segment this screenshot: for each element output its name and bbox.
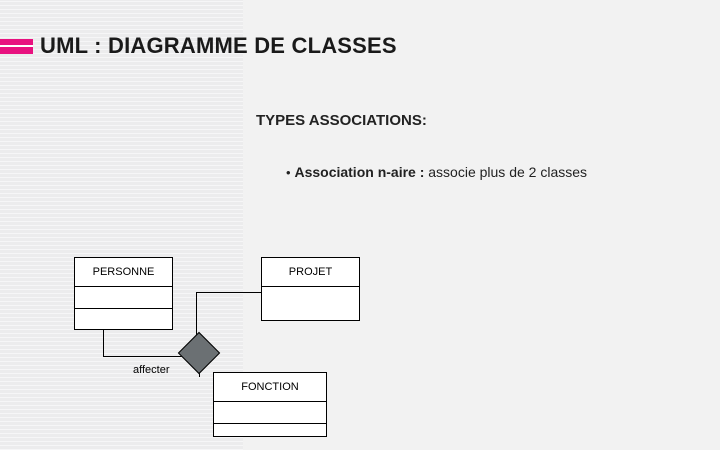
left-band-texture <box>0 0 243 450</box>
bullet-strong-text: Association n-aire : <box>294 164 425 180</box>
bullet-marker: • <box>286 165 291 180</box>
page-title: UML : DIAGRAMME DE CLASSES <box>40 33 397 58</box>
bullet-paragraph: • Association n-aire : associe plus de 2… <box>286 162 636 183</box>
association-label-affecter: affecter <box>133 364 170 376</box>
uml-class-fonction-operations <box>214 424 326 446</box>
uml-class-personne-operations <box>75 309 172 331</box>
uml-class-fonction-attributes <box>214 402 326 424</box>
uml-class-personne-name: PERSONNE <box>75 258 172 287</box>
left-decorative-band <box>0 0 243 450</box>
uml-class-personne-attributes <box>75 287 172 309</box>
accent-tab-divider <box>0 45 33 47</box>
uml-class-fonction: FONCTION <box>213 372 327 437</box>
link-projet-vertical <box>196 292 197 339</box>
uml-class-projet: PROJET <box>261 257 360 321</box>
link-personne-vertical <box>103 330 104 356</box>
uml-class-projet-name: PROJET <box>262 258 359 287</box>
nary-association-diamond <box>177 331 221 375</box>
uml-class-projet-attributes <box>262 287 359 309</box>
uml-class-personne: PERSONNE <box>74 257 173 330</box>
link-projet-horizontal <box>196 292 261 293</box>
uml-class-fonction-name: FONCTION <box>214 373 326 402</box>
section-subtitle: TYPES ASSOCIATIONS: <box>256 112 427 129</box>
bullet-rest-text: associe plus de 2 classes <box>424 164 588 180</box>
link-personne-horizontal <box>103 356 183 357</box>
